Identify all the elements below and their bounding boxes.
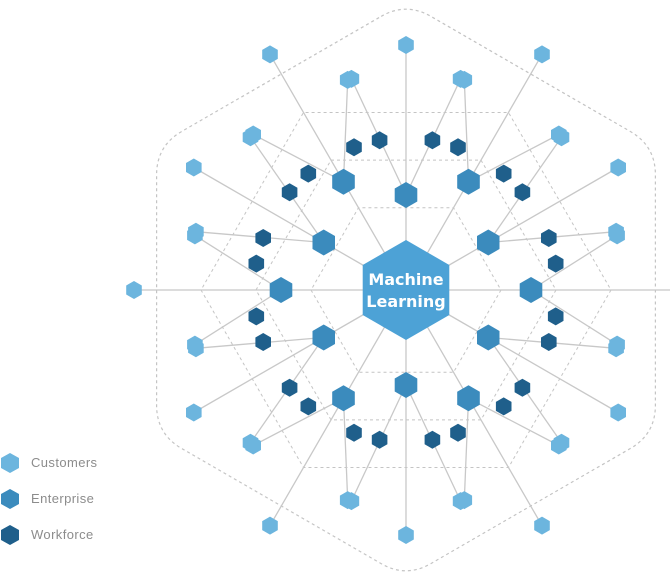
branch-line-1-1 bbox=[468, 133, 560, 183]
spoke-line-4 bbox=[440, 309, 619, 414]
customer-node bbox=[610, 403, 626, 422]
hexagon-icon bbox=[1, 489, 19, 509]
enterprise-node bbox=[394, 372, 418, 398]
customer-node bbox=[452, 492, 469, 511]
spoke-line-11 bbox=[269, 54, 387, 256]
workforce-node bbox=[281, 378, 298, 397]
hexagon-icon bbox=[1, 453, 19, 473]
customer-node bbox=[398, 36, 414, 54]
workforce-node bbox=[541, 333, 557, 351]
nodes bbox=[126, 36, 626, 544]
customer-node bbox=[186, 403, 202, 422]
legend-label-enterprise: Enterprise bbox=[31, 491, 95, 506]
workforce-node bbox=[450, 138, 466, 157]
spoke-line-8 bbox=[193, 309, 372, 414]
legend-item-customers: Customers bbox=[0, 450, 160, 486]
center-label-line2: Learning bbox=[366, 292, 445, 311]
customer-node bbox=[551, 436, 567, 455]
customer-node bbox=[262, 45, 278, 64]
enterprise-node bbox=[269, 277, 293, 303]
customer-node bbox=[186, 158, 202, 177]
branch-line-5-0 bbox=[468, 397, 560, 447]
enterprise-node bbox=[332, 385, 355, 412]
enterprise-node bbox=[312, 229, 335, 256]
center-label-line1: Machine bbox=[368, 270, 443, 289]
enterprise-node bbox=[312, 324, 335, 351]
workforce-node bbox=[541, 229, 557, 247]
connection-lines bbox=[134, 45, 670, 535]
legend-item-workforce: Workforce bbox=[0, 522, 160, 558]
spoke-line-1 bbox=[425, 54, 543, 256]
workforce-node bbox=[495, 397, 512, 416]
branch-line-3-0 bbox=[530, 234, 618, 291]
branch-line-5-1 bbox=[463, 398, 470, 501]
workforce-node bbox=[424, 430, 441, 449]
outer-boundary bbox=[156, 8, 656, 572]
workforce-node bbox=[547, 307, 564, 326]
enterprise-node bbox=[332, 168, 355, 195]
branch-line-9-1 bbox=[194, 234, 282, 291]
branch-line-3-1 bbox=[530, 289, 618, 346]
branch-line-1-0 bbox=[463, 79, 470, 182]
customer-node bbox=[126, 281, 142, 299]
workforce-node bbox=[281, 183, 298, 202]
customer-node bbox=[339, 491, 356, 510]
spoke-line-2 bbox=[440, 166, 619, 271]
enterprise-node bbox=[519, 277, 543, 303]
workforce-node bbox=[514, 183, 531, 202]
legend-label-workforce: Workforce bbox=[31, 527, 94, 542]
branch-line-7-1 bbox=[252, 397, 344, 447]
center-node: Machine Learning bbox=[362, 240, 450, 340]
workforce-node bbox=[495, 164, 512, 183]
branch-line-9-0 bbox=[194, 289, 282, 346]
spoke-line-7 bbox=[269, 324, 387, 526]
customer-node bbox=[609, 226, 625, 245]
enterprise-node bbox=[457, 168, 480, 195]
workforce-node bbox=[248, 254, 265, 273]
enterprise-node bbox=[394, 182, 418, 208]
customer-node bbox=[262, 516, 278, 535]
customer-node bbox=[610, 158, 626, 177]
workforce-node bbox=[300, 397, 317, 416]
branch-line-11-1 bbox=[342, 79, 349, 182]
spoke-line-10 bbox=[193, 166, 372, 271]
customer-node bbox=[534, 45, 550, 64]
customer-node bbox=[553, 128, 570, 147]
customer-node bbox=[245, 125, 261, 144]
hexagon-icon bbox=[1, 525, 19, 545]
customer-node bbox=[608, 339, 624, 358]
customer-node bbox=[339, 70, 356, 89]
customer-node bbox=[456, 70, 473, 89]
workforce-node bbox=[346, 138, 362, 157]
customer-node bbox=[188, 222, 204, 241]
workforce-node bbox=[248, 307, 265, 326]
workforce-node bbox=[255, 229, 271, 247]
customer-node bbox=[534, 516, 550, 535]
branch-line-7-0 bbox=[342, 398, 349, 501]
workforce-node bbox=[371, 430, 388, 449]
workforce-node bbox=[450, 423, 466, 442]
enterprise-node bbox=[477, 324, 500, 351]
workforce-node bbox=[514, 378, 531, 397]
workforce-node bbox=[424, 131, 441, 150]
branch-line-11-0 bbox=[252, 133, 344, 183]
workforce-node bbox=[300, 164, 317, 183]
customer-node bbox=[398, 526, 414, 544]
enterprise-node bbox=[457, 385, 480, 412]
center-hexagon bbox=[362, 240, 450, 340]
spoke-line-5 bbox=[425, 324, 543, 526]
enterprise-node bbox=[477, 229, 500, 256]
workforce-node bbox=[547, 254, 564, 273]
legend-label-customers: Customers bbox=[31, 455, 98, 470]
workforce-node bbox=[371, 131, 388, 150]
workforce-node bbox=[255, 333, 271, 351]
legend-item-enterprise: Enterprise bbox=[0, 486, 160, 522]
customer-node bbox=[242, 433, 259, 452]
legend: Customers Enterprise Workforce bbox=[0, 450, 160, 558]
workforce-node bbox=[346, 423, 362, 442]
customer-node bbox=[187, 335, 203, 354]
